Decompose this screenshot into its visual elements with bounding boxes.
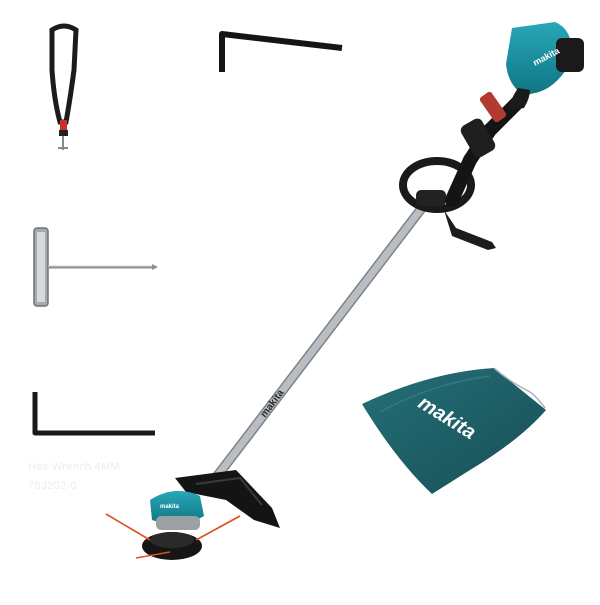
- shaft-brand-label: makita: [259, 388, 287, 420]
- trimmer-head: makita: [105, 490, 241, 560]
- hex-wrench-caption-name: Hex Wrench 4MM: [28, 461, 121, 473]
- tool-bag: makita: [362, 367, 546, 494]
- motor-housing: makita: [506, 22, 584, 110]
- box-wrench: [33, 227, 158, 307]
- head-brand-label: makita: [160, 504, 180, 510]
- hex-wrench-caption-code: 783202-0: [28, 480, 77, 492]
- hex-wrench-small: [32, 392, 155, 436]
- blade-guard: [175, 470, 280, 528]
- loop-handle: [399, 157, 496, 250]
- hex-wrench-large: [219, 31, 343, 72]
- shoulder-strap: [49, 23, 79, 150]
- rear-handle: [445, 91, 527, 207]
